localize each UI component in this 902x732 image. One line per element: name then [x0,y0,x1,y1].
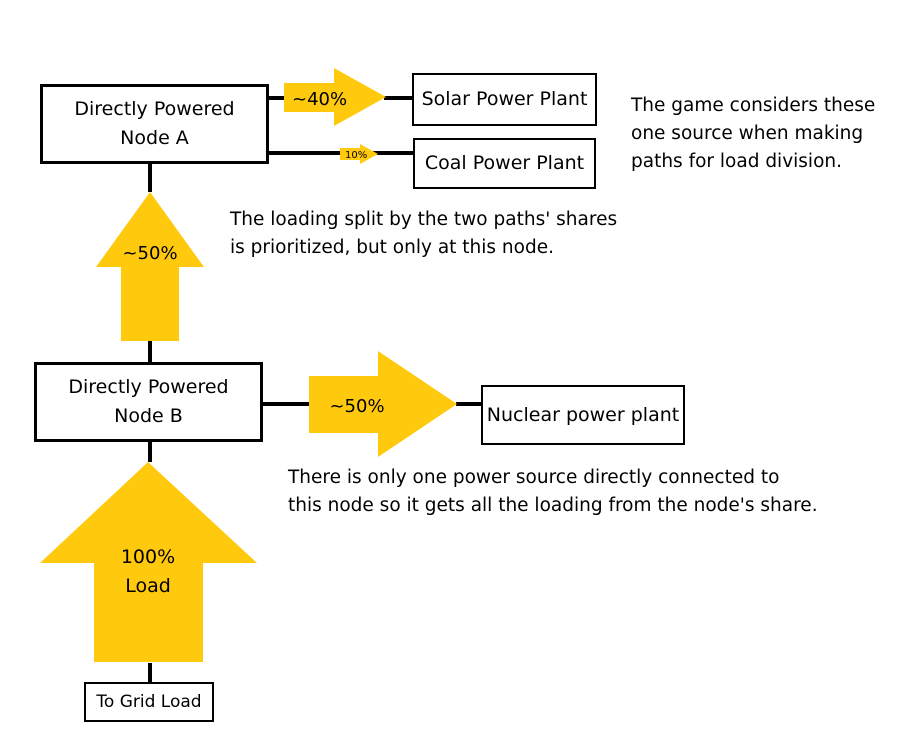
load-up-arrow [40,462,257,662]
solar-arrow-label: ~40% [292,89,347,110]
node-b-box: Directly Powered Node B [34,362,263,442]
node-a-up-arrow [96,192,204,341]
nuclear-arrow [309,351,457,457]
source-note: The game considers these one source when… [631,95,876,172]
nuclear-note: There is only one power source directly … [288,467,818,516]
nuclear-plant-box: Nuclear power plant [481,385,685,445]
split-note: The loading split by the two paths' shar… [230,209,618,258]
nuclear-arrow-label: ~50% [329,396,384,417]
node-a-box: Directly Powered Node A [40,84,269,164]
grid-load-box: To Grid Load [84,682,214,722]
coal-arrow-label: 10% [345,150,367,161]
flow-arrows [40,68,457,662]
solar-arrow [284,68,386,126]
coal-plant-box: Coal Power Plant [413,138,596,189]
solar-plant-box: Solar Power Plant [412,73,597,126]
load-arrow-label: 100% Load [120,546,176,597]
arrow-labels: ~40% 10% ~50% ~50% [122,89,384,417]
coal-arrow [340,144,378,164]
node-a-arrow-label: ~50% [122,243,177,264]
